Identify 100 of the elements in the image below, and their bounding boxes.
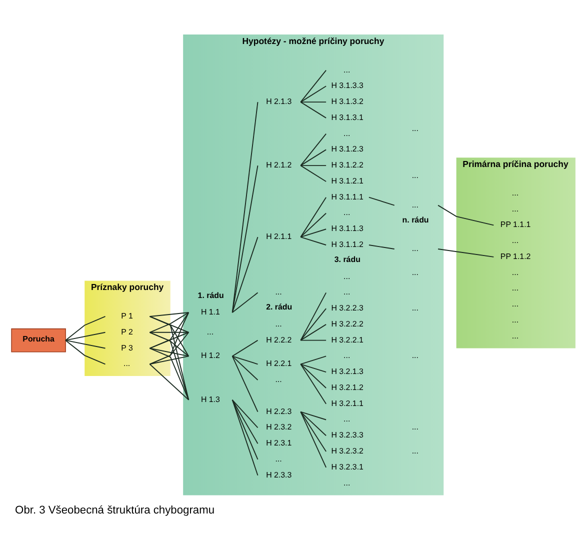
node-text: H 1.3 — [200, 394, 220, 404]
connector — [300, 102, 327, 118]
node-text: H 1.2 — [200, 351, 220, 360]
label: ... — [344, 478, 350, 488]
caption: Obr. 3 Všeobecná štruktúra chybogramu — [15, 504, 215, 517]
node-text: ... — [124, 359, 130, 368]
node-text: ... — [412, 200, 418, 210]
node-text: H 2.1.3 — [266, 97, 292, 106]
connector — [300, 364, 327, 373]
node-text: H 2.3.2 — [266, 422, 292, 432]
node-text: ... — [412, 244, 418, 253]
connector — [149, 316, 190, 357]
connector — [300, 165, 327, 182]
connector — [149, 312, 190, 365]
node-text: P 2 — [121, 327, 133, 336]
node-text: ... — [275, 288, 282, 297]
node-text: ... — [275, 375, 282, 384]
node-text: H 3.2.1.1 — [331, 398, 364, 408]
node-text: ... — [275, 454, 282, 464]
node-text: PP 1.1.1 — [500, 220, 531, 230]
connector — [232, 399, 258, 460]
label: ... — [512, 315, 519, 324]
label: ... — [512, 284, 519, 293]
label: n. rádu — [402, 215, 429, 224]
node-text: H 2.1.2 — [266, 160, 292, 170]
connector — [300, 364, 327, 404]
connector — [300, 324, 327, 341]
connector — [300, 196, 327, 238]
connector — [300, 411, 327, 468]
connector — [65, 340, 106, 349]
connector — [300, 356, 327, 365]
connector — [232, 356, 258, 412]
connector — [149, 316, 190, 400]
node-text: H 3.2.2.2 — [331, 319, 364, 328]
connector — [300, 133, 327, 166]
label: ... — [512, 236, 519, 246]
node-text: H 2.3.1 — [266, 438, 292, 448]
connector — [232, 399, 258, 444]
node-text: P 3 — [121, 343, 133, 352]
label: ... — [412, 170, 418, 180]
connector — [149, 348, 190, 357]
connector — [300, 411, 327, 452]
node-text: H 3.1.1.1 — [331, 192, 364, 202]
connector — [149, 364, 190, 400]
connector — [300, 102, 327, 103]
label: ... — [512, 204, 519, 214]
node-text: H 1.1 — [200, 308, 220, 317]
connector — [232, 102, 258, 313]
connector — [65, 340, 106, 365]
connector — [232, 236, 258, 313]
node-text: H 3.1.3.3 — [331, 81, 364, 90]
node-text: P 1 — [121, 311, 133, 320]
node-text: H 3.2.1.2 — [331, 382, 364, 392]
node-text: H 3.1.2.3 — [331, 144, 364, 154]
node-text: H 3.1.1.3 — [331, 224, 364, 234]
node-text: H 3.1.2.1 — [331, 176, 364, 186]
connector — [232, 399, 258, 428]
label: ... — [275, 319, 282, 328]
connector — [300, 70, 327, 103]
node-text: ... — [344, 351, 350, 360]
node-box: Porucha — [11, 328, 66, 352]
connector — [65, 332, 106, 341]
connector — [300, 411, 327, 420]
node-text: H 3.2.3.1 — [331, 462, 364, 472]
connector — [149, 332, 190, 333]
connector — [149, 312, 190, 333]
label: 1. rádu — [198, 290, 224, 300]
connector — [300, 308, 327, 341]
connector — [232, 399, 258, 476]
node-text: ... — [344, 128, 350, 138]
label: ... — [412, 124, 418, 134]
label: ... — [512, 300, 519, 309]
node-text: H 2.3.3 — [266, 470, 292, 480]
connector — [149, 332, 190, 400]
connector — [300, 165, 327, 166]
node-text: H 2.1.1 — [266, 232, 292, 242]
connector — [232, 292, 258, 313]
connector — [149, 316, 190, 333]
connector — [149, 348, 190, 400]
node-text: H 2.2.1 — [266, 359, 292, 368]
label: ... — [412, 304, 418, 313]
node-text: H 3.2.2.1 — [331, 335, 364, 344]
node-text: H 3.1.1.2 — [331, 240, 364, 249]
label: ... — [412, 446, 418, 456]
connector — [368, 244, 395, 250]
node-text: PP 1.1.2 — [500, 252, 531, 261]
label: 3. rádu — [334, 255, 360, 264]
node-text: H 2.2.2 — [266, 335, 292, 344]
connector — [149, 312, 190, 317]
label: ... — [412, 422, 418, 432]
connector — [300, 340, 327, 341]
connector — [232, 356, 258, 365]
label: ... — [412, 351, 418, 360]
label: ... — [512, 268, 519, 277]
connector — [300, 411, 327, 436]
label: ... — [512, 331, 519, 340]
node-text: H 3.2.3.3 — [331, 430, 364, 440]
connector — [232, 356, 258, 381]
connector — [300, 364, 327, 388]
node-text: ... — [344, 208, 350, 218]
